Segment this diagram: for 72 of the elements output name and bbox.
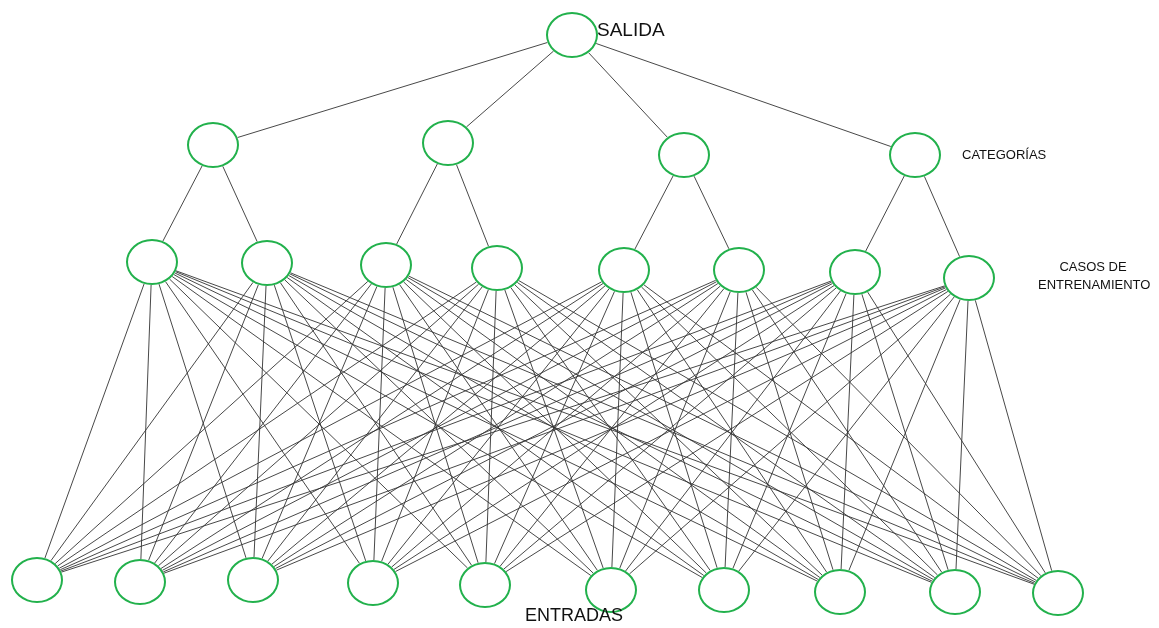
neuron-circle bbox=[187, 122, 239, 168]
connection-line bbox=[619, 291, 731, 569]
connection-line bbox=[861, 293, 949, 571]
layer-label: CASOS DE ENTRENAMIENTO bbox=[1038, 258, 1148, 294]
layer-label: SALIDA bbox=[597, 18, 665, 42]
connection-line bbox=[745, 291, 834, 571]
connection-line bbox=[724, 292, 739, 568]
layer-label: ENTRADAS bbox=[525, 604, 623, 627]
connection-line bbox=[158, 283, 247, 559]
connection-line bbox=[732, 293, 847, 569]
connection-line bbox=[44, 283, 145, 559]
connection-line bbox=[162, 165, 203, 242]
connection-line bbox=[373, 287, 386, 561]
neuron-circle bbox=[11, 557, 63, 603]
connection-line bbox=[848, 299, 961, 571]
connection-line bbox=[140, 284, 152, 560]
neuron-circle bbox=[698, 567, 750, 613]
connection-line bbox=[865, 175, 905, 252]
connection-line bbox=[867, 291, 1046, 574]
neuron-circle bbox=[658, 132, 710, 178]
connection-line bbox=[595, 43, 892, 147]
neuron-circle bbox=[227, 557, 279, 603]
connection-line bbox=[693, 175, 730, 250]
connection-line bbox=[955, 300, 969, 570]
connection-line bbox=[237, 42, 548, 138]
neuron-circle bbox=[114, 559, 166, 605]
neuron-circle bbox=[360, 242, 412, 288]
neuron-circle bbox=[471, 245, 523, 291]
connection-line bbox=[504, 289, 604, 569]
layer-label: CATEGORÍAS bbox=[962, 146, 1047, 164]
neuron-circle bbox=[422, 120, 474, 166]
connection-line bbox=[273, 284, 367, 562]
connection-line bbox=[50, 281, 254, 562]
neuron-circle bbox=[598, 247, 650, 293]
connection-line bbox=[485, 290, 497, 563]
neuron-circle bbox=[1032, 570, 1084, 616]
neuron-circle bbox=[943, 255, 995, 301]
connection-line bbox=[408, 275, 1036, 583]
connection-line bbox=[840, 294, 855, 570]
connection-line bbox=[57, 281, 477, 567]
connection-line bbox=[456, 164, 489, 247]
connection-line bbox=[261, 286, 378, 559]
neuron-circle bbox=[814, 569, 866, 615]
connection-line bbox=[518, 280, 1037, 581]
neuron-circle bbox=[546, 12, 598, 58]
connection-line bbox=[58, 281, 603, 569]
connection-line bbox=[634, 175, 674, 250]
connection-line bbox=[588, 52, 668, 138]
neuron-circle bbox=[126, 239, 178, 285]
neuron-circle bbox=[889, 132, 941, 178]
connection-line bbox=[392, 286, 479, 564]
neuron-circle bbox=[713, 247, 765, 293]
connection-line bbox=[630, 291, 718, 569]
connection-line bbox=[222, 165, 258, 243]
connection-line bbox=[59, 279, 717, 571]
connection-line bbox=[755, 286, 1042, 577]
connection-line bbox=[494, 290, 615, 565]
connection-line bbox=[148, 284, 259, 561]
neuron-circle bbox=[241, 240, 293, 286]
connection-line bbox=[466, 50, 554, 128]
connection-line bbox=[253, 285, 267, 558]
connection-line bbox=[923, 175, 961, 258]
connection-line bbox=[611, 292, 624, 568]
connection-line bbox=[974, 299, 1053, 572]
neuron-circle bbox=[829, 249, 881, 295]
neuron-circle bbox=[929, 569, 981, 615]
connection-line bbox=[381, 289, 489, 562]
connection-line bbox=[54, 280, 369, 565]
neuron-circle bbox=[347, 560, 399, 606]
connection-line bbox=[396, 163, 438, 245]
neuron-circle bbox=[459, 562, 511, 608]
connection-line bbox=[643, 284, 1039, 579]
